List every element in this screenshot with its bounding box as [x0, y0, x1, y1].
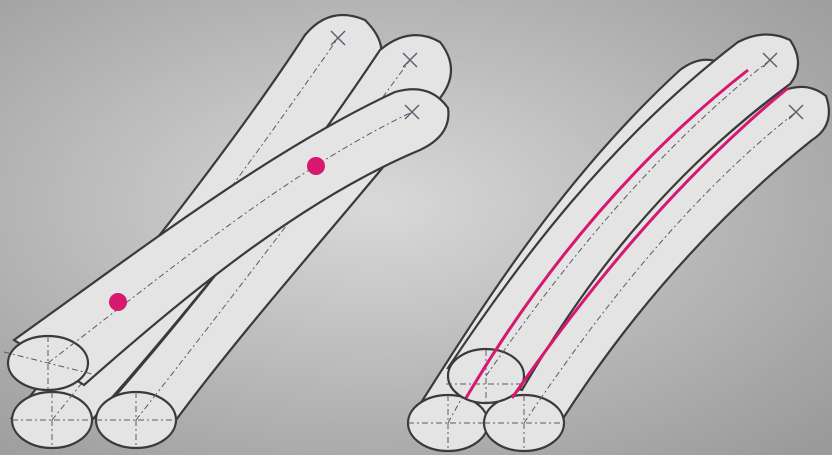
contact-point-icon [109, 293, 127, 311]
contact-point-icon [307, 157, 325, 175]
